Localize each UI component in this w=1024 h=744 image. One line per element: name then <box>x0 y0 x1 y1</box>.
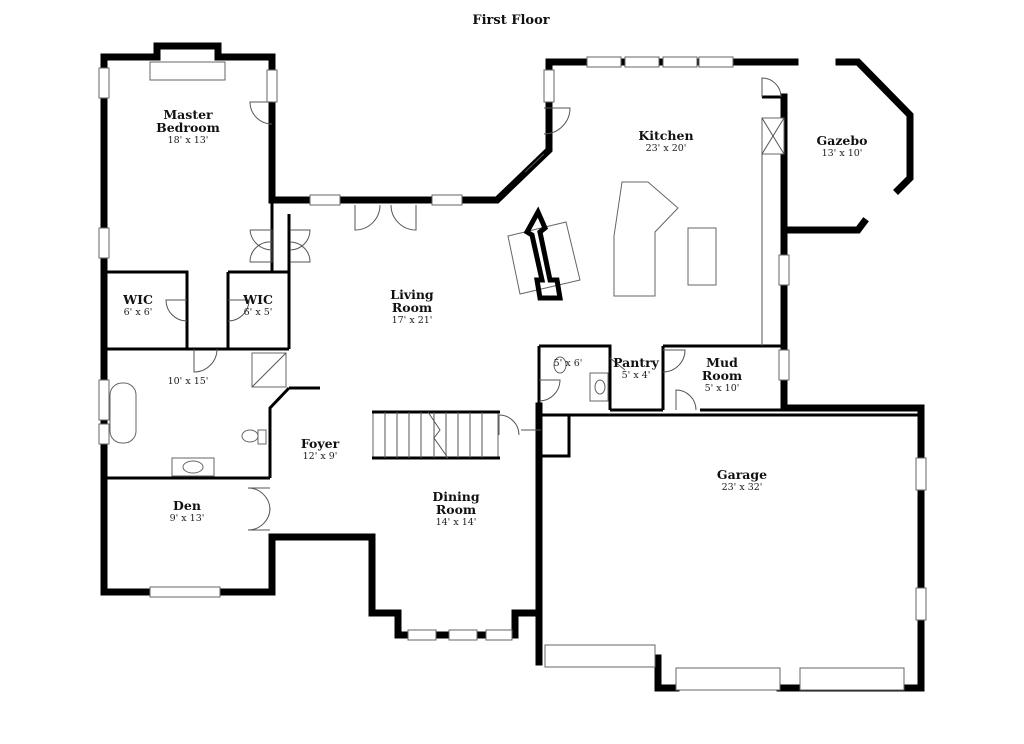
bath-dims: 10' x 15' <box>168 376 209 387</box>
den-name: Den <box>173 498 201 513</box>
dining-room-name-2: Room <box>436 502 476 517</box>
kitchen-island <box>613 181 679 297</box>
kitchen-dims: 23' x 20' <box>646 143 687 154</box>
kitchen-name: Kitchen <box>638 128 693 143</box>
half-bath-dims: 5' x 6' <box>554 358 583 369</box>
wic-left-name: WIC <box>122 292 153 307</box>
foyer-dims: 12' x 9' <box>303 451 338 462</box>
bathtub <box>109 382 137 444</box>
living-room-name-1: Living <box>390 287 434 302</box>
dining-room-dims: 14' x 14' <box>436 517 477 528</box>
plan-title: First Floor <box>472 13 549 28</box>
foyer-name: Foyer <box>301 436 340 451</box>
fireplace-hearth <box>149 61 226 81</box>
interior-walls <box>104 95 921 480</box>
wic-right-dims: 6' x 5' <box>244 307 273 318</box>
wic-right-name: WIC <box>242 292 273 307</box>
dining-room-name-1: Dining <box>432 489 480 504</box>
room-labels: Master Bedroom 18' x 13' Kitchen 23' x 2… <box>122 107 867 528</box>
exterior-walls <box>100 42 925 692</box>
living-room-dims: 17' x 21' <box>392 315 433 326</box>
master-bedroom-dims: 18' x 13' <box>168 135 209 146</box>
windows <box>98 56 927 691</box>
pantry-name: Pantry <box>613 355 660 370</box>
wic-left-dims: 6' x 6' <box>124 307 153 318</box>
garage-name: Garage <box>717 467 767 482</box>
gazebo-name: Gazebo <box>817 133 868 148</box>
master-bedroom-name-2: Bedroom <box>156 120 220 135</box>
toilet <box>241 429 259 443</box>
staircase <box>372 411 499 459</box>
doors <box>165 77 782 531</box>
den-dims: 9' x 13' <box>170 513 205 524</box>
kitchen-counter <box>687 227 717 286</box>
pantry-dims: 5' x 4' <box>622 370 651 381</box>
master-bedroom-name-1: Master <box>163 107 213 122</box>
mud-room-dims: 5' x 10' <box>705 383 740 394</box>
garage-dims: 23' x 32' <box>722 482 763 493</box>
gazebo-dims: 13' x 10' <box>822 148 863 159</box>
mud-room-name-2: Room <box>702 368 742 383</box>
mud-room-name-1: Mud <box>706 355 738 370</box>
half-bath-toilet <box>553 356 567 374</box>
fixtures <box>109 61 785 477</box>
living-room-name-2: Room <box>392 300 432 315</box>
